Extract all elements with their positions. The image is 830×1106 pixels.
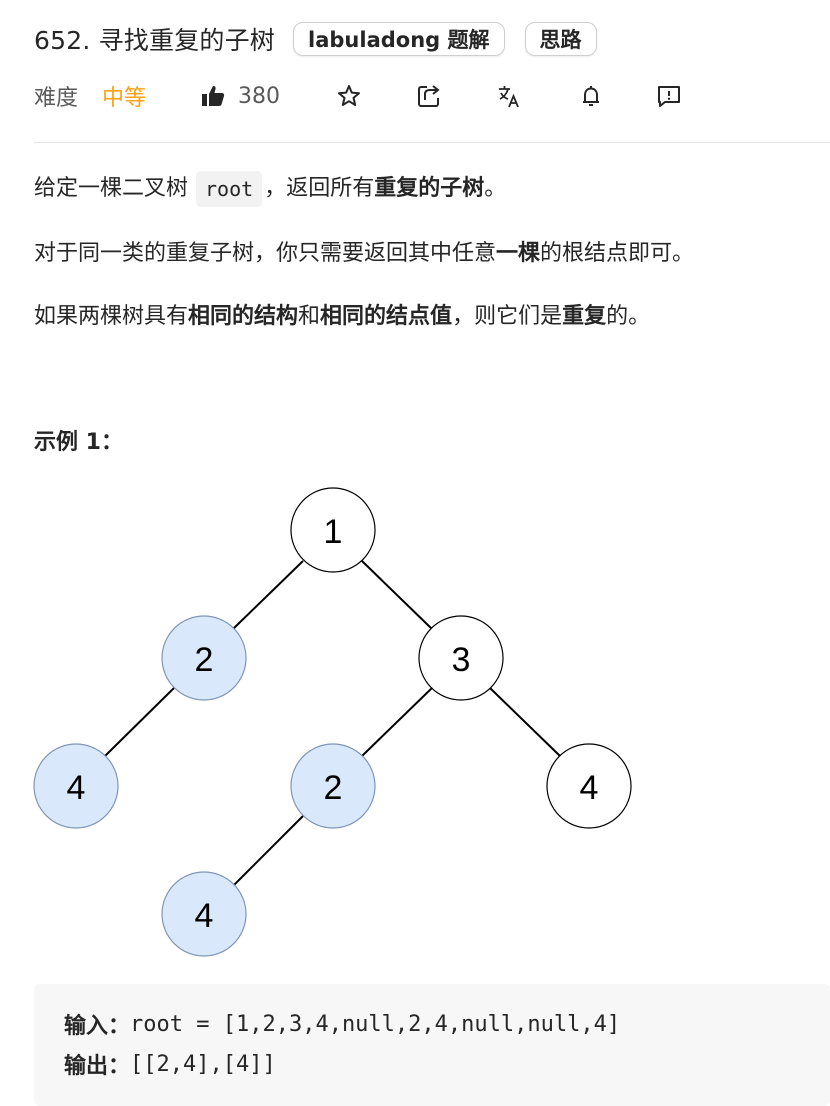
tree-node: 4 [546,743,632,829]
tree-node-label: 3 [452,641,471,679]
feedback-icon [656,83,682,109]
example-input: 输入： root = [1,2,3,4,null,2,4,null,null,4… [64,1004,830,1044]
share-button[interactable] [416,76,442,116]
description-paragraph: 给定一棵二叉树 root ，返回所有 重复的子树 。 [34,168,506,210]
bold-text: 一棵 [496,241,541,267]
thumbs-up-icon [200,83,226,109]
tree-node-highlighted: 4 [33,743,119,829]
difficulty-value-wrap: 中等 [102,76,146,116]
bold-text: 重复的子树 [374,176,485,202]
text: 。 [484,176,507,202]
text: 的。 [606,304,651,330]
tree-node-label: 1 [324,513,343,551]
input-value: root = [1,2,3,4,null,2,4,null,null,4] [130,1011,621,1037]
output-label: 输出： [64,1054,131,1079]
tree-node-label: 4 [67,769,86,807]
bold-text: 相同的结构 [188,304,299,330]
tree-node-highlighted: 2 [290,743,376,829]
example-title: 示例 1： [34,430,123,455]
bold-text: 相同的结点值 [320,304,453,330]
tree-edge [361,687,433,757]
difficulty: 难度 [34,76,78,116]
tree-node-label: 4 [195,897,214,935]
feedback-button[interactable] [656,76,682,116]
share-icon [416,83,442,109]
tree-node: 3 [418,615,504,701]
text: ，则它们是 [452,304,563,330]
tree-node-label: 4 [580,769,599,807]
tree-edge [489,687,561,757]
like-count: 380 [238,83,280,109]
text: 的根结点即可。 [540,241,695,267]
tree-edge [361,560,433,630]
tree-node-highlighted: 4 [161,871,247,957]
header-divider [34,142,830,143]
difficulty-value: 中等 [102,86,147,111]
tree-edge [104,687,175,757]
tag-idea[interactable]: 思路 [524,22,597,56]
description-paragraph: 对于同一类的重复子树，你只需要返回其中任意 一棵 的根结点即可。 [34,233,694,275]
tree-node-highlighted: 2 [161,615,247,701]
translate-icon [496,83,522,109]
example-output: 输出： [[2,4],[4]] [64,1044,830,1084]
bell-icon [578,83,604,109]
tree-edges [104,560,561,887]
tree-diagram: 1 2 3 4 2 4 4 [33,487,632,957]
bold-text: 重复 [562,304,607,330]
text: 对于同一类的重复子树，你只需要返回其中任意 [34,241,497,267]
tree-edge [232,560,304,630]
tag-labuladong-solution[interactable]: labuladong 题解 [293,22,505,56]
title-row: 652. 寻找重复的子树 labuladong 题解 思路 [34,18,597,60]
tree-node-label: 2 [195,641,214,679]
problem-title: 652. 寻找重复的子树 [34,26,276,55]
text: 和 [298,304,321,330]
description-paragraph: 如果两棵树具有 相同的结构 和 相同的结点值 ，则它们是 重复 的。 [34,296,650,338]
star-icon [336,83,362,109]
like-button[interactable]: 380 [200,76,280,116]
subscribe-button[interactable] [578,76,604,116]
tree-node: 1 [290,487,376,573]
inline-code: root [196,171,263,207]
tree-edge [232,815,304,887]
text: 给定一棵二叉树 [34,176,189,202]
difficulty-label: 难度 [34,86,79,111]
tree-node-label: 2 [324,769,343,807]
input-label: 输入： [64,1014,131,1039]
translate-button[interactable] [496,76,522,116]
favorite-button[interactable] [336,76,362,116]
example-io-block: 输入： root = [1,2,3,4,null,2,4,null,null,4… [34,984,830,1106]
meta-row: 难度 中等 380 [34,76,794,116]
text: ，返回所有 [264,176,375,202]
output-value: [[2,4],[4]] [130,1051,276,1077]
text: 如果两棵树具有 [34,304,189,330]
